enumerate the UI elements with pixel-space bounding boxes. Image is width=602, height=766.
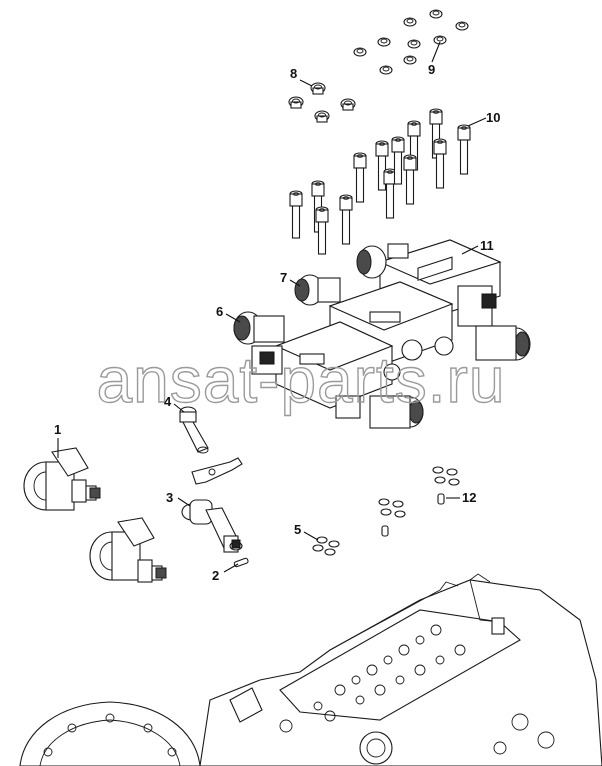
callout-4: 4 — [164, 394, 172, 409]
watermark-text: ansat-parts.ru — [97, 344, 506, 416]
callout-5: 5 — [294, 522, 301, 537]
leader-lines — [57, 41, 487, 573]
elbow-connector-item-3 — [181, 499, 243, 553]
callout-6: 6 — [216, 304, 223, 319]
bushing-group-item-9 — [353, 9, 469, 75]
callout-3: 3 — [166, 490, 173, 505]
bracket — [191, 457, 243, 485]
callout-2: 2 — [212, 568, 219, 583]
solenoid-valve-item-1a — [23, 447, 101, 511]
washer-set-right — [432, 466, 460, 486]
solenoid-valve-item-1b — [89, 517, 167, 583]
cap-screw-group-item-10 — [289, 108, 471, 255]
bushing-group-item-8 — [288, 82, 356, 123]
callout-12: 12 — [462, 490, 476, 505]
flange-plate — [19, 701, 201, 766]
callout-7: 7 — [280, 270, 287, 285]
callout-8: 8 — [290, 66, 297, 81]
washer-set-center — [378, 498, 406, 537]
solenoid-valve-stack — [233, 239, 531, 429]
washer-set-item-5 — [312, 536, 340, 556]
callout-10: 10 — [486, 110, 500, 125]
callout-1: 1 — [54, 422, 61, 437]
callout-11: 11 — [480, 238, 494, 253]
plug-item-12 — [437, 493, 445, 505]
fitting-item-4 — [179, 406, 209, 454]
transmission-housing — [199, 573, 602, 766]
callout-9: 9 — [428, 62, 435, 77]
